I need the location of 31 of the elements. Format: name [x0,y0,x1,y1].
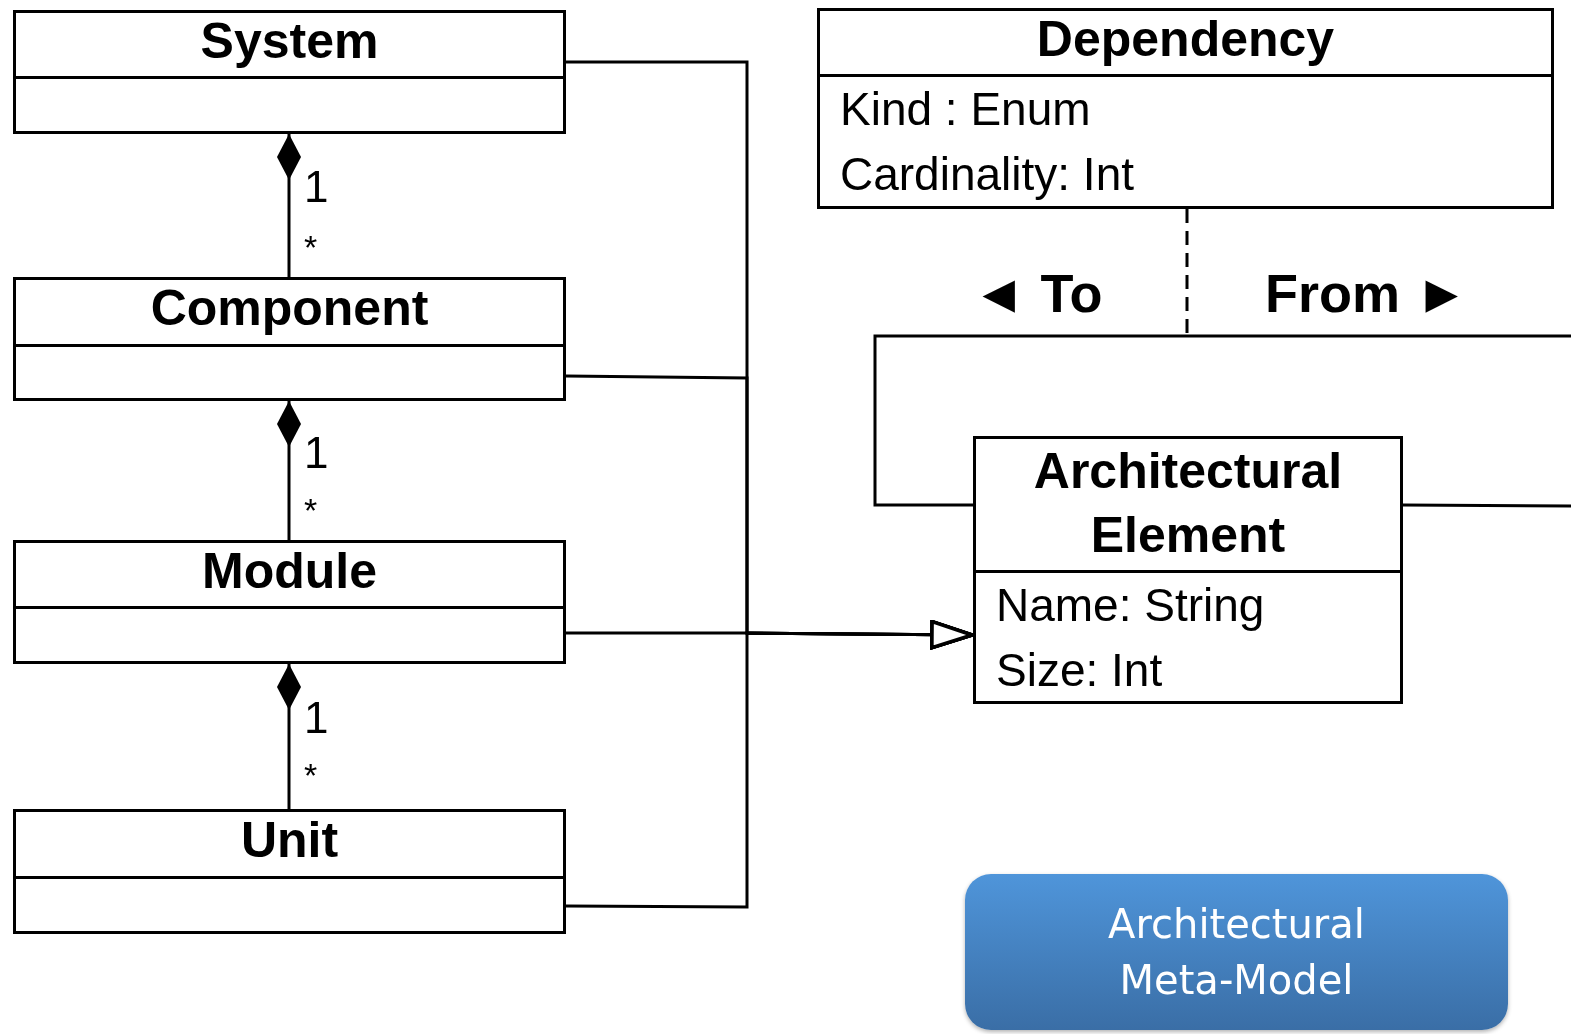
class-name: Architectural Element [976,439,1400,573]
class-box [13,809,566,934]
multiplicity-label: 1 [304,428,329,478]
title-button: Architectural Meta-Model [965,874,1508,1030]
multiplicity-label: * [304,491,318,530]
multiplicity-label: * [304,228,318,267]
multiplicity-label: 1 [304,162,329,212]
attribute-text: Size: Int [995,643,1164,698]
composition-line [277,134,301,277]
attribute-text: Kind : Enum [839,82,1092,137]
class-name: Component [16,280,563,347]
composition-line [277,401,301,540]
class-name: Module [16,543,563,609]
attribute-text: Cardinality: Int [839,147,1135,202]
attribute-text: Name: String [995,578,1266,633]
class-name: Unit [16,812,563,879]
generalization-arrow [566,619,974,909]
composition-line [277,664,301,809]
class-box [817,8,1554,209]
association-line [873,334,1571,508]
class-box [973,436,1403,704]
class-box [13,277,566,401]
class-name: Dependency [820,11,1551,77]
role-label: From ► [1265,262,1469,324]
role-label: ◄ To [972,262,1103,324]
class-box [13,10,566,134]
class-box [13,540,566,664]
class-name: System [16,13,563,79]
multiplicity-label: 1 [304,693,329,743]
association-class-line [1185,209,1189,336]
multiplicity-label: * [304,756,318,795]
